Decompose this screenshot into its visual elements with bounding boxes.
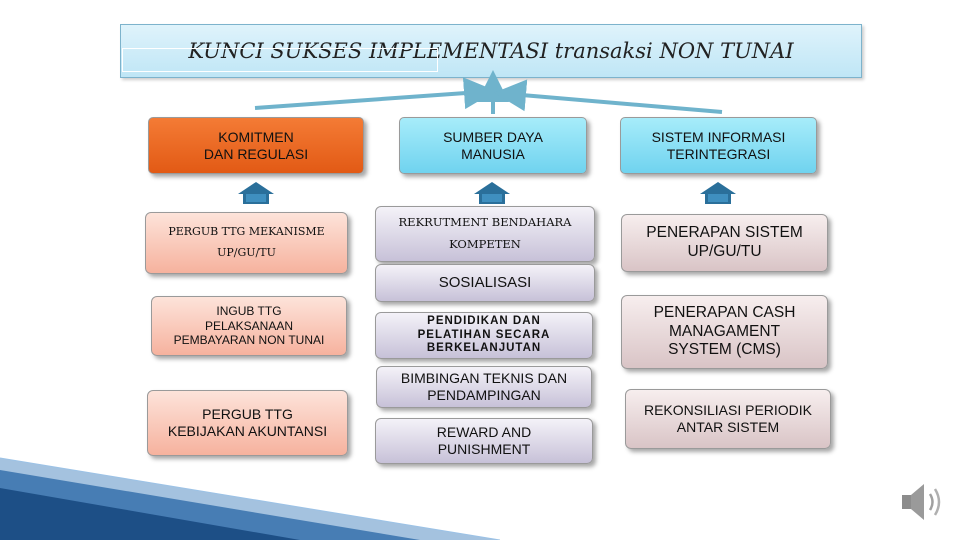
item-rekrutment: REKRUTMENT BENDAHARA KOMPETEN bbox=[375, 206, 595, 262]
item-penerapan-sistem-label: PENERAPAN SISTEM UP/GU/TU bbox=[646, 224, 803, 260]
item-bimbingan: BIMBINGAN TEKNIS DAN PENDAMPINGAN bbox=[376, 366, 592, 408]
item-rekrutment-label: REKRUTMENT BENDAHARA KOMPETEN bbox=[398, 215, 572, 251]
item-rekonsiliasi: REKONSILIASI PERIODIK ANTAR SISTEM bbox=[625, 389, 831, 449]
item-penerapan-sistem: PENERAPAN SISTEM UP/GU/TU bbox=[621, 214, 828, 272]
heading-komitmen-label: KOMITMEN DAN REGULASI bbox=[203, 128, 309, 162]
item-sosialisasi: SOSIALISASI bbox=[375, 264, 595, 302]
diagram-title: KUNCI SUKSES IMPLEMENTASI transaksi NON … bbox=[120, 24, 862, 78]
house-icon bbox=[474, 182, 510, 204]
house-icon bbox=[700, 182, 736, 204]
heading-sdm-label: SUMBER DAYA MANUSIA bbox=[443, 128, 543, 162]
item-rekonsiliasi-label: REKONSILIASI PERIODIK ANTAR SISTEM bbox=[643, 402, 813, 435]
item-pergub-akuntansi: PERGUB TTG KEBIJAKAN AKUNTANSI bbox=[147, 390, 348, 456]
decorative-wave bbox=[0, 457, 500, 540]
heading-sistem: SISTEM INFORMASI TERINTEGRASI bbox=[620, 117, 817, 174]
item-pergub-akuntansi-label: PERGUB TTG KEBIJAKAN AKUNTANSI bbox=[167, 406, 328, 439]
item-pergub-mekanisme-label: PERGUB TTG MEKANISME UP/GU/TU bbox=[168, 225, 325, 259]
item-reward: REWARD AND PUNISHMENT bbox=[375, 418, 593, 464]
item-pendidikan: PENDIDIKAN DAN PELATIHAN SECARA BERKELAN… bbox=[375, 312, 593, 359]
heading-sdm: SUMBER DAYA MANUSIA bbox=[399, 117, 587, 174]
house-icon bbox=[238, 182, 274, 204]
item-penerapan-cms: PENERAPAN CASH MANAGAMENT SYSTEM (CMS) bbox=[621, 295, 828, 369]
item-bimbingan-label: BIMBINGAN TEKNIS DAN PENDAMPINGAN bbox=[400, 370, 568, 403]
item-sosialisasi-label: SOSIALISASI bbox=[438, 274, 532, 291]
heading-komitmen: KOMITMEN DAN REGULASI bbox=[148, 117, 364, 174]
diagram-title-text: KUNCI SUKSES IMPLEMENTASI transaksi NON … bbox=[188, 39, 794, 63]
arrow-left bbox=[254, 77, 496, 110]
item-pendidikan-label: PENDIDIKAN DAN PELATIHAN SECARA BERKELAN… bbox=[417, 314, 551, 355]
item-ingub-pelaksanaan: INGUB TTG PELAKSANAAN PEMBAYARAN NON TUN… bbox=[151, 296, 347, 356]
heading-sistem-label: SISTEM INFORMASI TERINTEGRASI bbox=[651, 128, 786, 162]
arrow-right bbox=[494, 79, 723, 114]
item-reward-label: REWARD AND PUNISHMENT bbox=[436, 424, 532, 457]
speaker-icon[interactable] bbox=[898, 478, 948, 526]
item-pergub-mekanisme: PERGUB TTG MEKANISME UP/GU/TU bbox=[145, 212, 348, 274]
item-penerapan-cms-label: PENERAPAN CASH MANAGAMENT SYSTEM (CMS) bbox=[653, 304, 796, 359]
title-inner-frame bbox=[122, 48, 438, 72]
item-ingub-pelaksanaan-label: INGUB TTG PELAKSANAAN PEMBAYARAN NON TUN… bbox=[173, 304, 325, 348]
